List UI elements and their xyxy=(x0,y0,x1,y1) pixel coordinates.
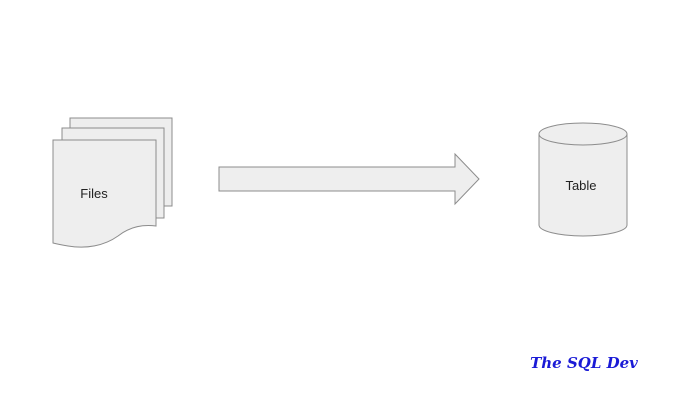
database-cylinder-icon xyxy=(538,122,628,237)
table-label: Table xyxy=(565,178,596,193)
cylinder-body xyxy=(538,134,628,237)
watermark-text: The SQL Dev xyxy=(530,354,638,372)
table-node: Table xyxy=(538,122,628,237)
multiple-documents-icon xyxy=(52,117,173,248)
files-label: Files xyxy=(80,186,108,201)
right-arrow-icon xyxy=(218,152,480,206)
cylinder-top xyxy=(538,122,628,146)
document-sheet-front xyxy=(52,139,157,248)
files-node: Files xyxy=(52,117,173,248)
flow-arrow xyxy=(218,152,480,206)
